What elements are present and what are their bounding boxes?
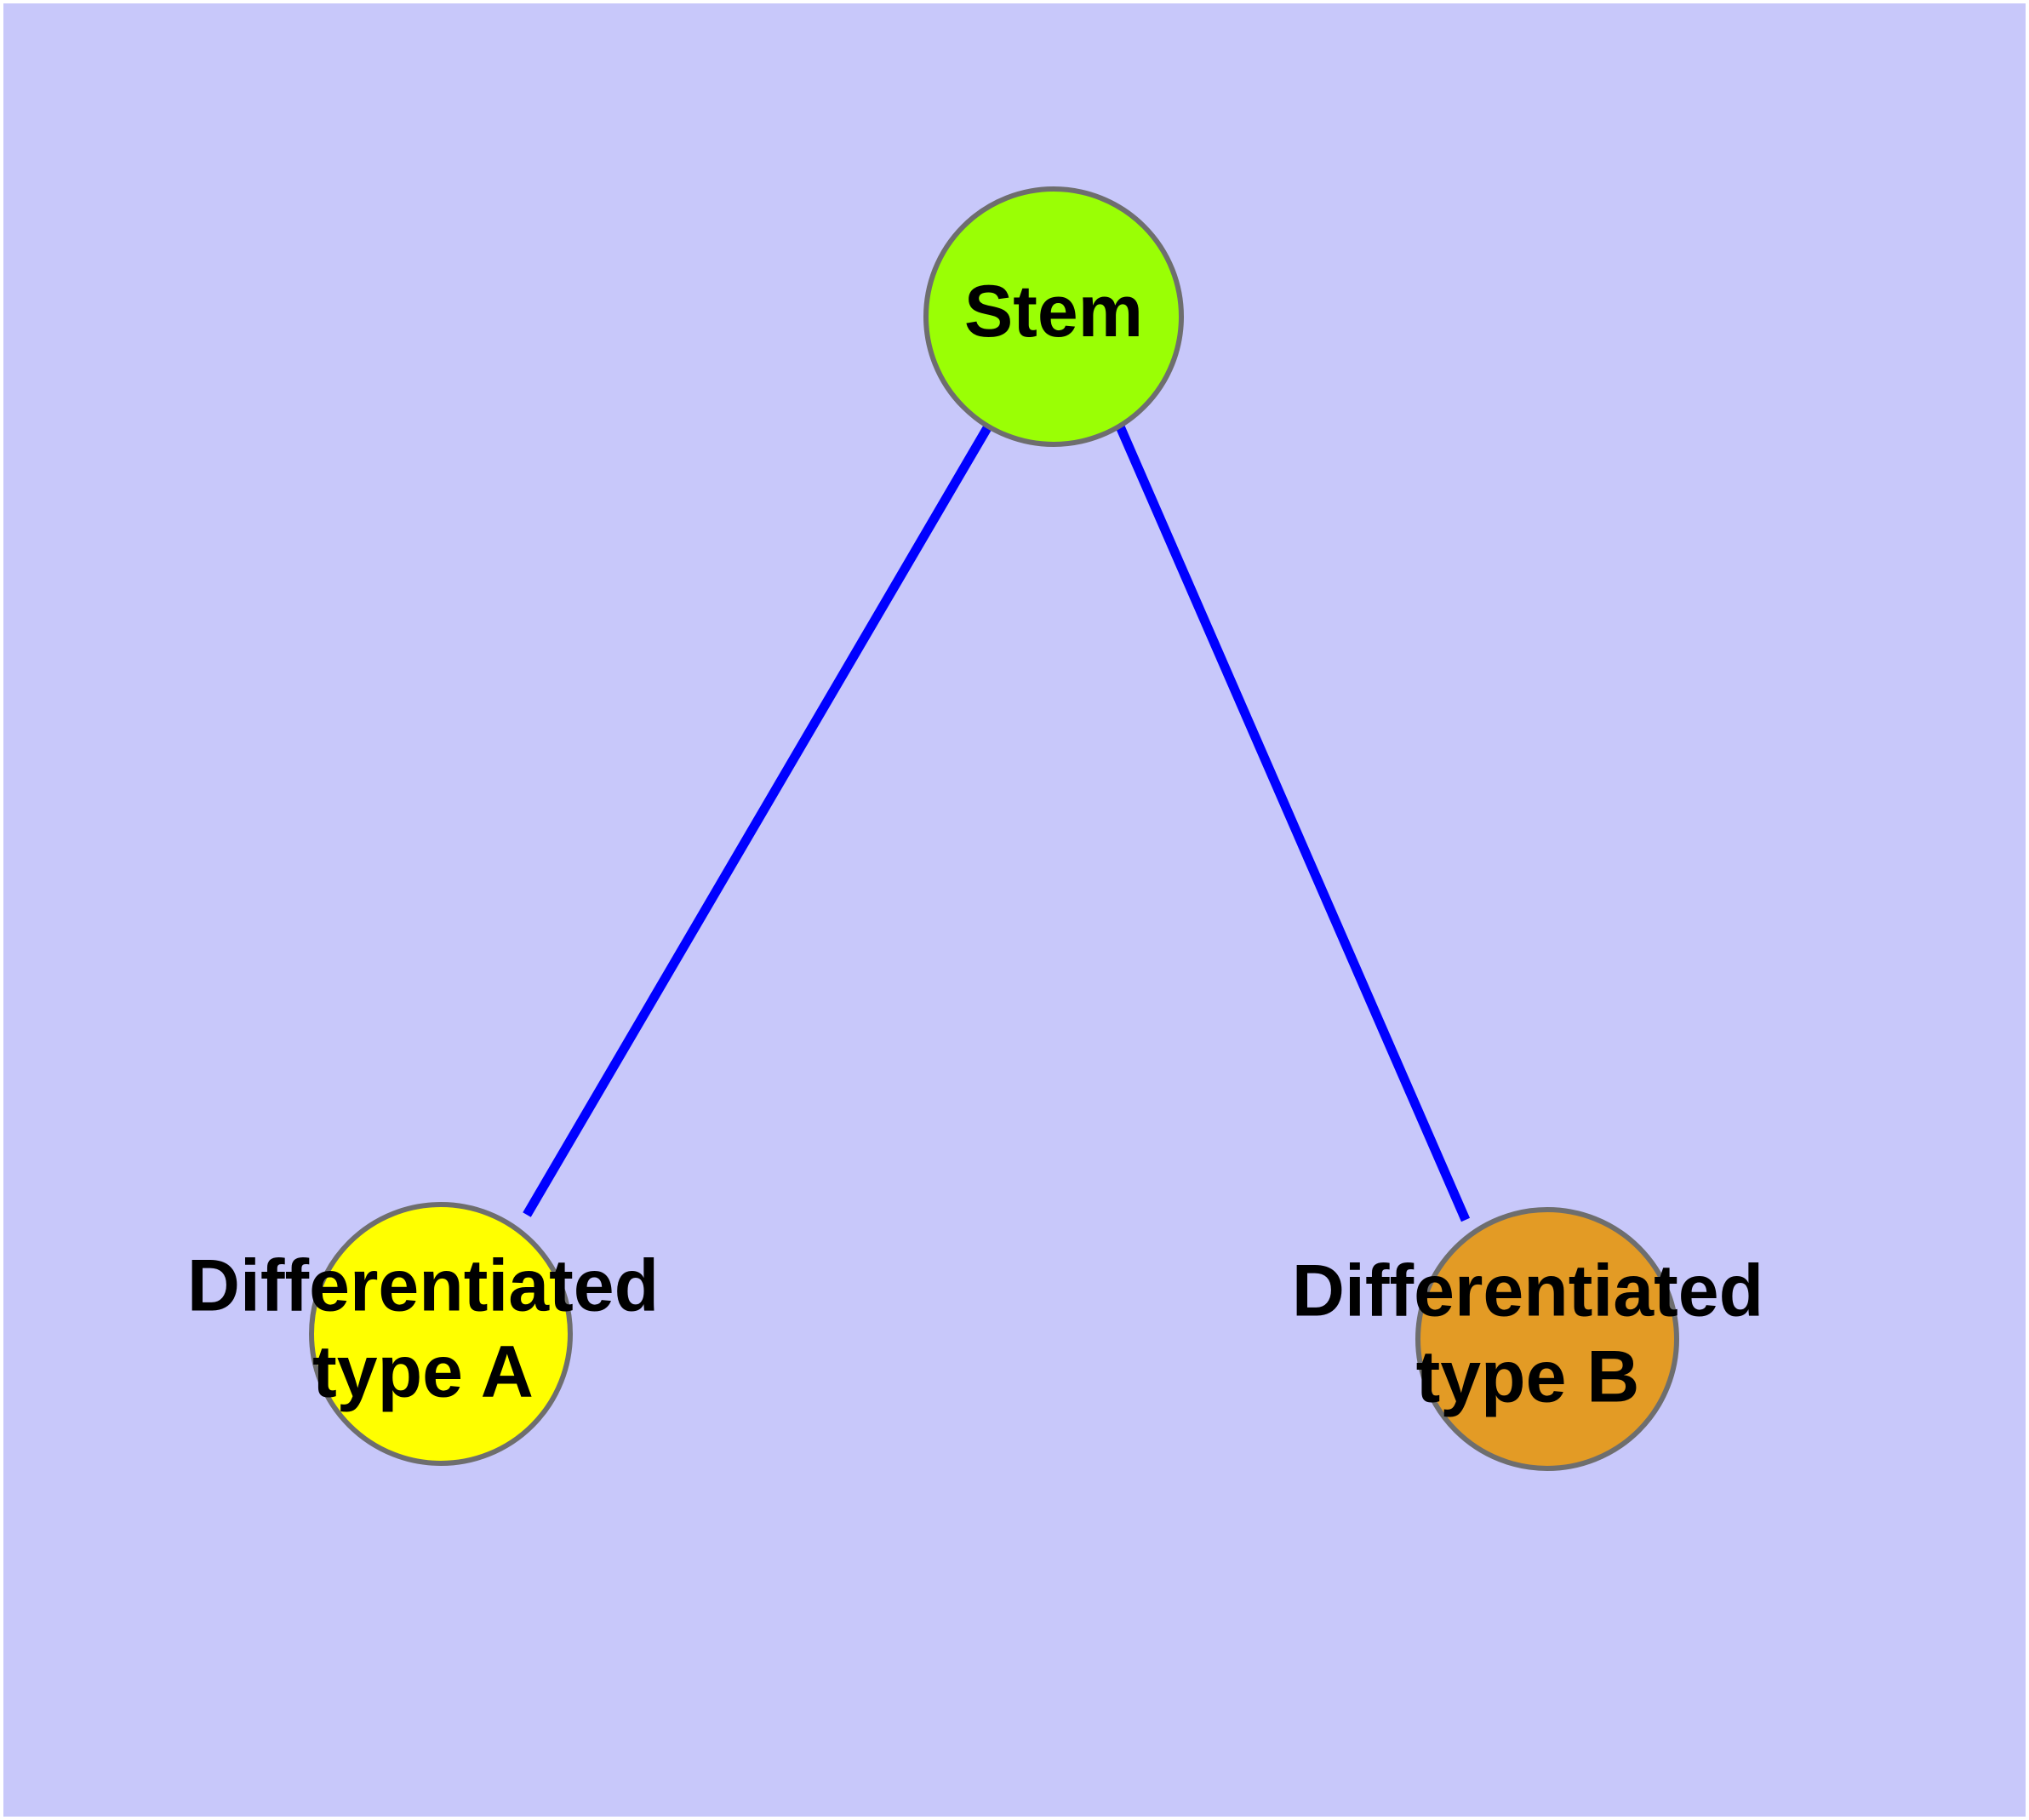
node-circle-differentiated-type-b[interactable] xyxy=(1415,1207,1679,1471)
edge-stem-to-differentiated-type-a[interactable] xyxy=(523,424,992,1217)
node-layer xyxy=(309,186,1679,1471)
node-differentiated-type-b[interactable] xyxy=(1415,1207,1679,1471)
node-differentiated-type-a[interactable] xyxy=(309,1202,573,1466)
node-stem[interactable] xyxy=(923,186,1184,447)
node-label-line: type B xyxy=(1416,1336,1640,1417)
node-circle-stem[interactable] xyxy=(923,186,1184,447)
node-label-stem: Stem xyxy=(964,271,1143,352)
edge-layer xyxy=(523,424,1471,1222)
node-label-line: Differentiated xyxy=(1292,1250,1763,1331)
edge-stem-to-differentiated-type-b[interactable] xyxy=(1115,424,1471,1222)
node-label-line: Stem xyxy=(964,271,1143,352)
node-label-line: Differentiated xyxy=(187,1245,659,1326)
node-label-line: type A xyxy=(312,1331,534,1412)
node-circle-differentiated-type-a[interactable] xyxy=(309,1202,573,1466)
